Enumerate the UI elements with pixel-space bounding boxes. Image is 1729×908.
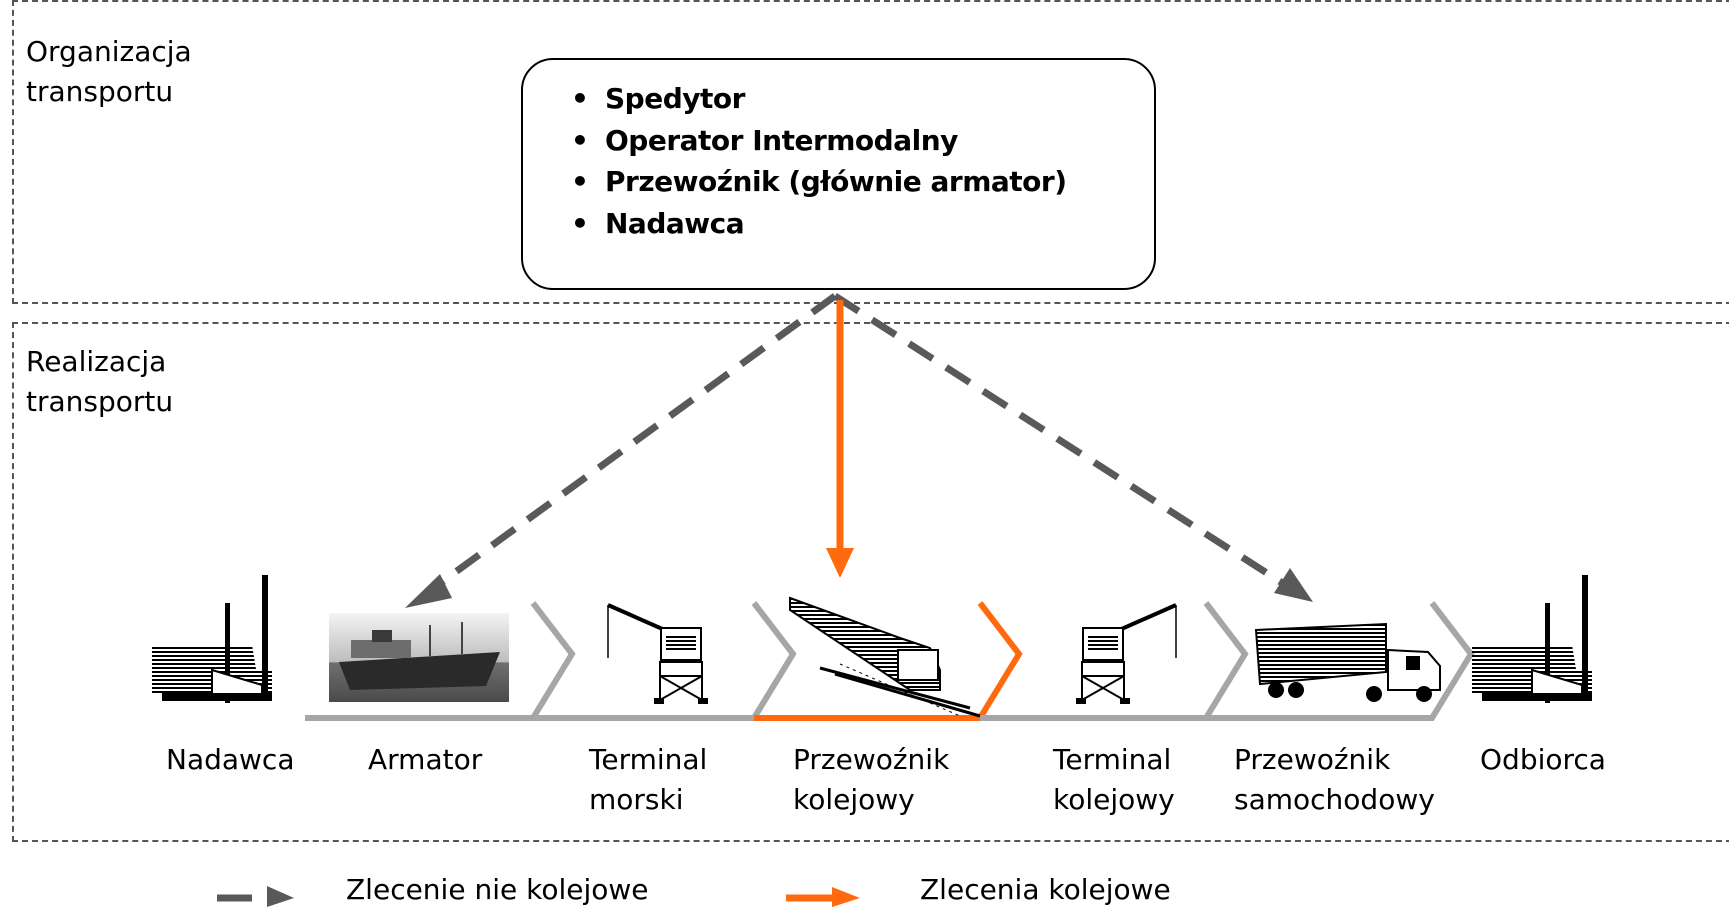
organizer-item: •Operator Intermodalny — [571, 123, 958, 157]
stage-label-line2: samochodowy — [1234, 783, 1435, 816]
execution-label-line1: Realizacja — [26, 345, 167, 378]
non-rail-arrow-right — [833, 293, 1313, 602]
organizer-item: •Nadawca — [571, 206, 745, 240]
legend-rail-label: Zlecenia kolejowe — [920, 873, 1171, 906]
stage-label-line2: morski — [589, 783, 684, 816]
chevron-armator — [305, 601, 576, 721]
organization-label-line2: transportu — [26, 75, 174, 108]
stage-label-line1: Przewoźnik — [1234, 743, 1391, 776]
execution-label-line2: transportu — [26, 385, 174, 418]
stage-label-line1: Nadawca — [166, 743, 295, 776]
organization-zone — [12, 0, 1729, 304]
factory-icon — [1472, 575, 1592, 703]
crane-icon — [1076, 603, 1177, 704]
legend-non-rail-marker — [217, 886, 294, 907]
stage-label-przewoznik-samochodowy: Przewoźnik samochodowy — [1234, 740, 1435, 820]
stage-label-line2: kolejowy — [1053, 783, 1175, 816]
stage-label-armator: Armator — [368, 740, 482, 780]
legend-rail-marker — [786, 887, 860, 907]
stage-label-terminal-kolejowy: Terminal kolejowy — [1053, 740, 1175, 820]
organizer-label: Przewoźnik (głównie armator) — [605, 165, 1067, 198]
rail-arrow — [826, 300, 854, 578]
stage-label-nadawca: Nadawca — [166, 740, 295, 780]
stage-label-terminal-morski: Terminal morski — [589, 740, 707, 820]
stage-label-odbiorca: Odbiorca — [1480, 740, 1606, 780]
factory-icon — [152, 575, 272, 703]
crane-icon — [607, 603, 708, 704]
organization-zone-label: Organizacja transportu — [26, 32, 192, 112]
legend-non-rail-label: Zlecenie nie kolejowe — [346, 873, 649, 906]
non-rail-arrow-left — [405, 293, 838, 608]
stage-label-line2: kolejowy — [793, 783, 915, 816]
organizer-label: Operator Intermodalny — [605, 123, 958, 157]
chevron-terminal-kolejowy — [980, 601, 1249, 721]
chevron-przewoznik-samochodowy — [1206, 601, 1475, 721]
chevron-przewoznik-kolejowy — [754, 601, 1023, 721]
train-icon — [789, 596, 981, 718]
stage-label-line1: Terminal — [589, 743, 708, 776]
organizers-box: •Spedytor •Operator Intermodalny •Przewo… — [521, 58, 1156, 290]
stage-label-line1: Przewoźnik — [793, 743, 950, 776]
chevron-terminal-morski — [533, 601, 797, 721]
organizer-label: Nadawca — [605, 206, 745, 240]
organizer-item: •Spedytor — [571, 82, 745, 115]
organizer-label: Spedytor — [605, 82, 745, 115]
ship-icon — [329, 613, 509, 702]
stage-label-line1: Armator — [368, 743, 483, 776]
organizers-list: •Spedytor •Operator Intermodalny •Przewo… — [571, 78, 1067, 244]
stage-label-line1: Terminal — [1053, 743, 1172, 776]
chevron-bar — [305, 601, 1475, 721]
organization-label-line1: Organizacja — [26, 35, 192, 68]
stage-label-line1: Odbiorca — [1480, 743, 1606, 776]
truck-icon — [1254, 622, 1441, 702]
execution-zone-label: Realizacja transportu — [26, 342, 173, 422]
organizer-item: •Przewoźnik (głównie armator) — [571, 165, 1067, 198]
execution-zone — [12, 322, 1729, 842]
stage-label-przewoznik-kolejowy: Przewoźnik kolejowy — [793, 740, 949, 820]
